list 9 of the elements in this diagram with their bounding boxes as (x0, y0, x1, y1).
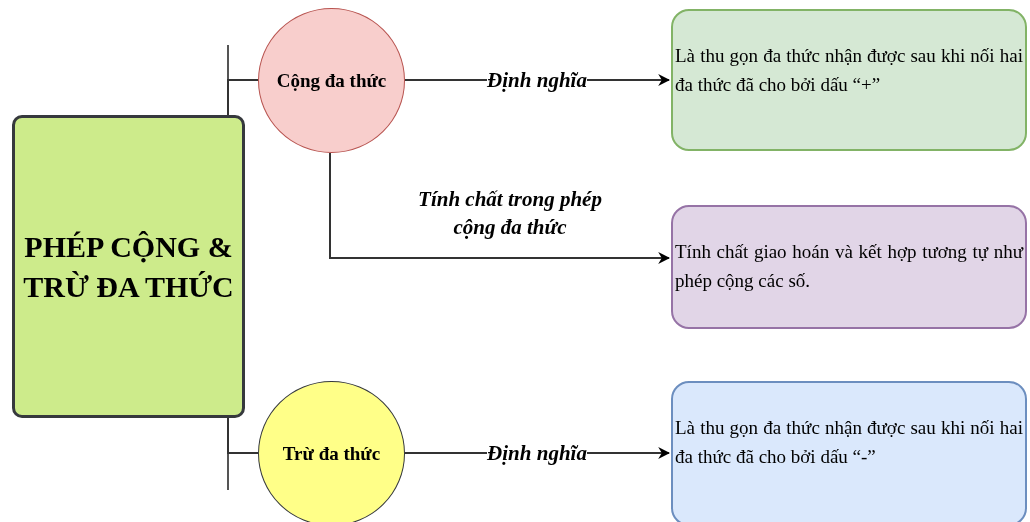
topic-circle: Trừ đa thức (258, 381, 405, 522)
topic-circle: Cộng đa thức (258, 8, 405, 153)
property-box: Tính chất giao hoán và kết hợp tương tự như phép cộng các số. (671, 205, 1027, 329)
definition-box: Là thu gọn đa thức nhận được sau khi nối hai đa thức đã cho bởi dấu “+” (671, 9, 1027, 151)
topic-box: PHÉP CỘNG & TRỪ ĐA THỨC (12, 115, 245, 418)
connector (329, 152, 671, 264)
connector (227, 79, 259, 116)
definition-box: Là thu gọn đa thức nhận được sau khi nối hai đa thức đã cho bởi dấu “-” (671, 381, 1027, 522)
connector (227, 417, 259, 454)
